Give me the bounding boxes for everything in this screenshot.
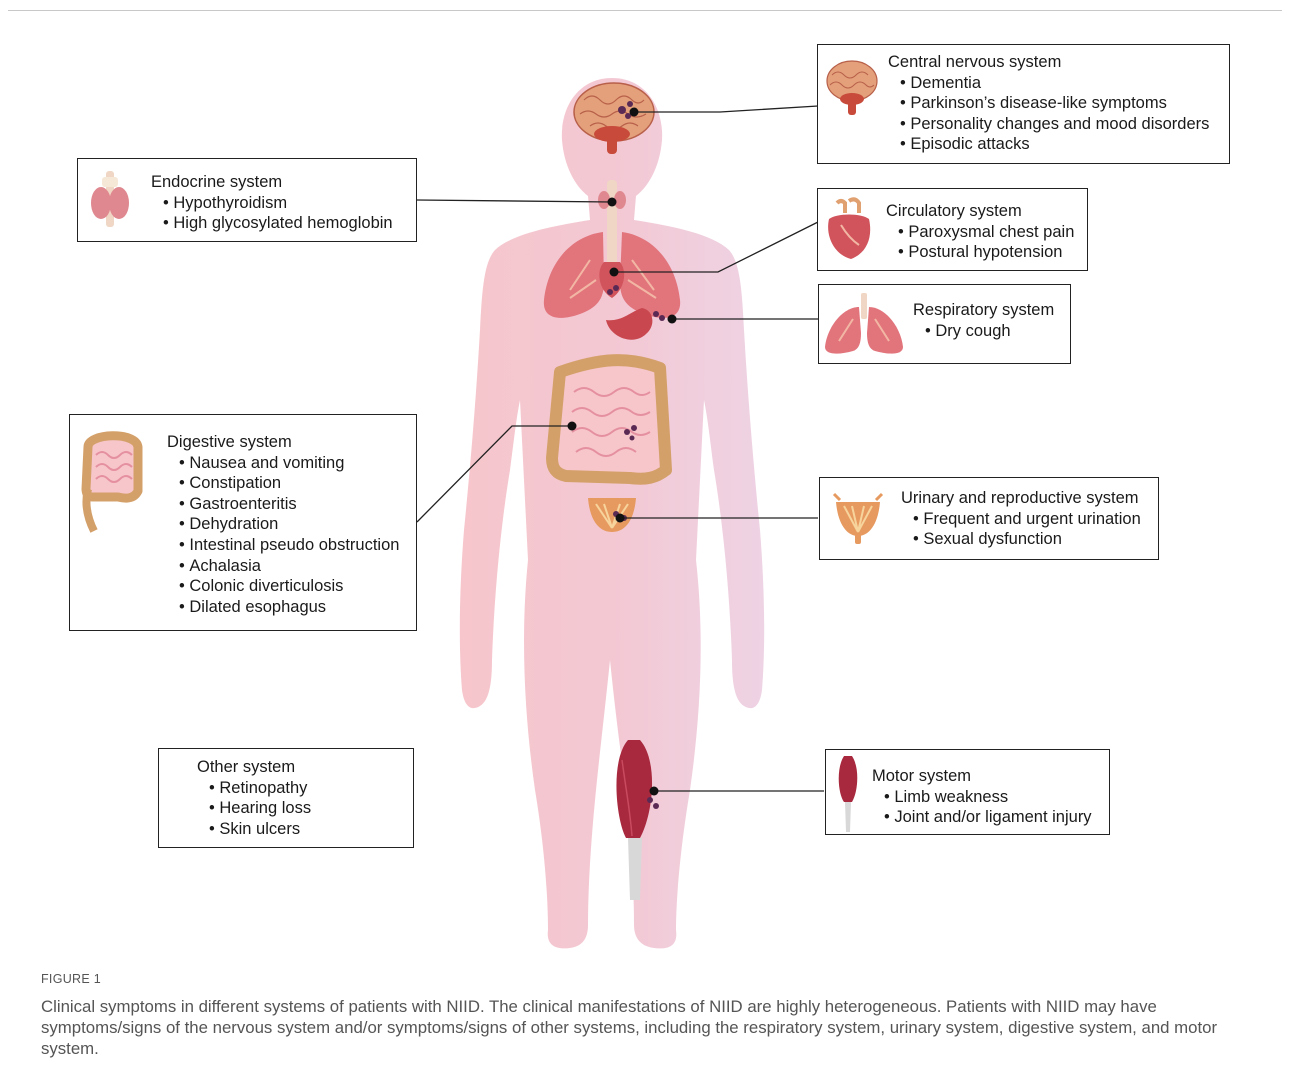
respiratory-box: Respiratory system Dry cough (818, 284, 1071, 364)
cns-title: Central nervous system (888, 52, 1209, 73)
circulatory-box: Circulatory system Paroxysmal chest pain… (817, 188, 1088, 271)
motor-item: Joint and/or ligament injury (884, 807, 1092, 828)
cns-item: Episodic attacks (900, 134, 1209, 155)
digestive-item: Gastroenteritis (179, 494, 399, 515)
digestive-item: Constipation (179, 473, 399, 494)
endocrine-box: Endocrine system Hypothyroidism High gly… (77, 158, 417, 242)
digestive-item: Intestinal pseudo obstruction (179, 535, 399, 556)
cns-item: Personality changes and mood disorders (900, 114, 1209, 135)
circulatory-item: Paroxysmal chest pain (898, 222, 1074, 243)
circulatory-item: Postural hypotension (898, 242, 1074, 263)
brain-icon (824, 57, 880, 117)
endocrine-item: Hypothyroidism (163, 193, 393, 214)
other-item: Retinopathy (209, 778, 311, 799)
other-item: Skin ulcers (209, 819, 311, 840)
intestines-icon (78, 427, 146, 535)
figure-label: FIGURE 1 (41, 972, 1251, 986)
digestive-box: Digestive system Nausea and vomiting Con… (69, 414, 417, 631)
endocrine-item: High glycosylated hemoglobin (163, 213, 393, 234)
digestive-title: Digestive system (167, 432, 399, 453)
endocrine-title: Endocrine system (151, 172, 393, 193)
muscle-icon (836, 756, 860, 832)
other-title: Other system (197, 757, 311, 778)
cns-item: Dementia (900, 73, 1209, 94)
other-box: Other system Retinopathy Hearing loss Sk… (158, 748, 414, 848)
respiratory-title: Respiratory system (913, 300, 1054, 321)
respiratory-item: Dry cough (925, 321, 1054, 342)
caption-text: Clinical symptoms in different systems o… (41, 996, 1251, 1059)
cns-item: Parkinson’s disease-like symptoms (900, 93, 1209, 114)
motor-item: Limb weakness (884, 787, 1092, 808)
cns-box: Central nervous system Dementia Parkinso… (817, 44, 1230, 164)
thyroid-icon (90, 171, 130, 229)
urinary-box: Urinary and reproductive system Frequent… (819, 477, 1159, 560)
urinary-title: Urinary and reproductive system (901, 488, 1141, 509)
digestive-item: Dehydration (179, 514, 399, 535)
lungs-icon (823, 293, 905, 357)
intestines-organ (552, 360, 666, 479)
motor-box: Motor system Limb weakness Joint and/or … (825, 749, 1110, 835)
digestive-item: Dilated esophagus (179, 597, 399, 618)
bladder-icon (830, 488, 886, 544)
digestive-item: Colonic diverticulosis (179, 576, 399, 597)
other-item: Hearing loss (209, 798, 311, 819)
heart-icon (823, 197, 875, 261)
digestive-item: Nausea and vomiting (179, 453, 399, 474)
circulatory-title: Circulatory system (886, 201, 1074, 222)
digestive-item: Achalasia (179, 556, 399, 577)
figure-caption: FIGURE 1 Clinical symptoms in different … (41, 972, 1251, 1059)
urinary-item: Sexual dysfunction (913, 529, 1141, 550)
motor-title: Motor system (872, 766, 1092, 787)
urinary-item: Frequent and urgent urination (913, 509, 1141, 530)
